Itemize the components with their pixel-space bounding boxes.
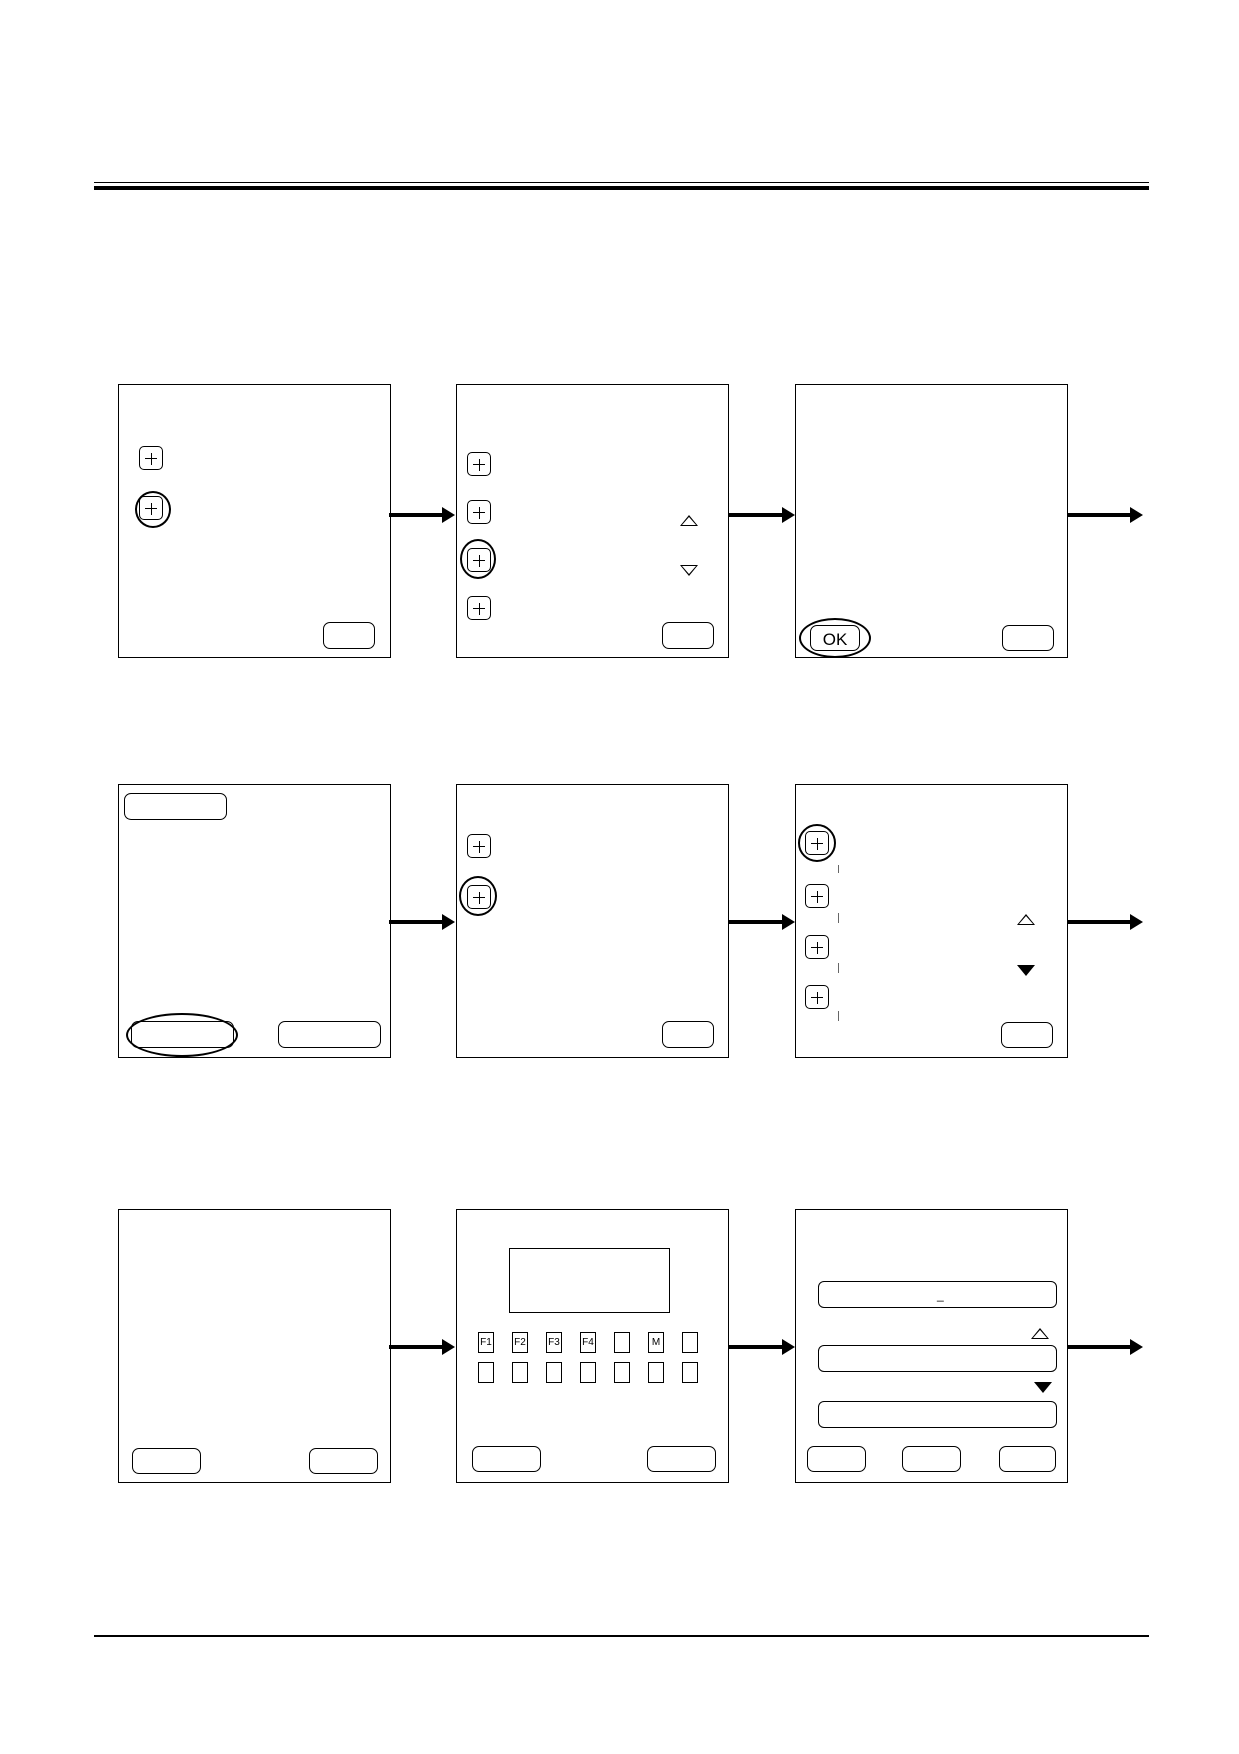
screen-row3-3: _ [795,1209,1068,1483]
flow-arrow [1067,1339,1143,1355]
key-button[interactable] [614,1362,630,1383]
header-rule-thick [94,186,1149,190]
highlight-circle [459,876,497,916]
list-tick [838,1011,839,1021]
add-item-button[interactable] [139,446,163,470]
flow-arrow [389,507,455,523]
flow-arrow [729,507,795,523]
function-key-blank[interactable] [614,1332,630,1353]
input-field[interactable] [818,1401,1057,1428]
scroll-down-icon[interactable] [1034,1382,1052,1393]
key-button[interactable] [648,1362,664,1383]
key-button[interactable] [478,1362,494,1383]
text-cursor: _ [937,1288,944,1302]
add-item-button[interactable] [805,884,829,908]
highlight-circle [799,618,871,658]
add-item-button[interactable] [467,834,491,858]
function-key-blank[interactable] [682,1332,698,1353]
key-button[interactable] [512,1362,528,1383]
flow-arrow [1067,914,1143,930]
screen-row2-1 [118,784,391,1058]
input-field[interactable]: _ [818,1281,1057,1308]
screen-row1-2 [456,384,729,658]
input-field[interactable] [818,1345,1057,1372]
function-key-m[interactable]: M [648,1332,664,1353]
soft-button[interactable] [132,1448,201,1474]
flow-arrow [389,1339,455,1355]
highlight-circle [135,491,171,528]
list-tick [838,865,839,873]
function-key-f2[interactable]: F2 [512,1332,528,1353]
key-button[interactable] [682,1362,698,1383]
soft-button[interactable] [807,1446,866,1472]
soft-button[interactable] [662,622,714,649]
function-key-f1[interactable]: F1 [478,1332,494,1353]
screen-row3-2: F1 F2 F3 F4 M [456,1209,729,1483]
header-rule-thin [94,182,1149,183]
flow-arrow [389,914,455,930]
screen-row1-3: OK [795,384,1068,658]
soft-button[interactable] [124,793,227,820]
soft-button[interactable] [472,1446,541,1472]
add-item-button[interactable] [805,935,829,959]
soft-button[interactable] [647,1446,716,1472]
footer-rule [94,1635,1149,1637]
highlight-circle [126,1013,238,1057]
highlight-circle [460,539,496,579]
function-key-f3[interactable]: F3 [546,1332,562,1353]
scroll-up-icon[interactable] [1017,914,1035,925]
soft-button[interactable] [902,1446,961,1472]
soft-button[interactable] [323,622,375,649]
flow-arrow [1067,507,1143,523]
scroll-down-icon[interactable] [1017,965,1035,976]
soft-button[interactable] [662,1021,714,1048]
screen-row2-3 [795,784,1068,1058]
soft-button[interactable] [278,1021,381,1048]
soft-button[interactable] [1002,625,1054,651]
list-tick [838,963,839,973]
key-button[interactable] [546,1362,562,1383]
add-item-button[interactable] [467,500,491,524]
screen-row2-2 [456,784,729,1058]
soft-button[interactable] [309,1448,378,1474]
list-tick [838,913,839,923]
scroll-up-icon[interactable] [1031,1328,1049,1339]
scroll-down-icon[interactable] [680,565,698,576]
function-key-f4[interactable]: F4 [580,1332,596,1353]
key-button[interactable] [580,1362,596,1383]
soft-button[interactable] [1001,1022,1053,1048]
soft-button[interactable] [999,1446,1056,1472]
screen-row3-1 [118,1209,391,1483]
flow-arrow [729,914,795,930]
highlight-circle [798,824,836,862]
add-item-button[interactable] [467,596,491,620]
scroll-up-icon[interactable] [680,515,698,526]
add-item-button[interactable] [805,985,829,1009]
screen-row1-1 [118,384,391,658]
flow-arrow [729,1339,795,1355]
add-item-button[interactable] [467,452,491,476]
display-area [509,1248,670,1313]
